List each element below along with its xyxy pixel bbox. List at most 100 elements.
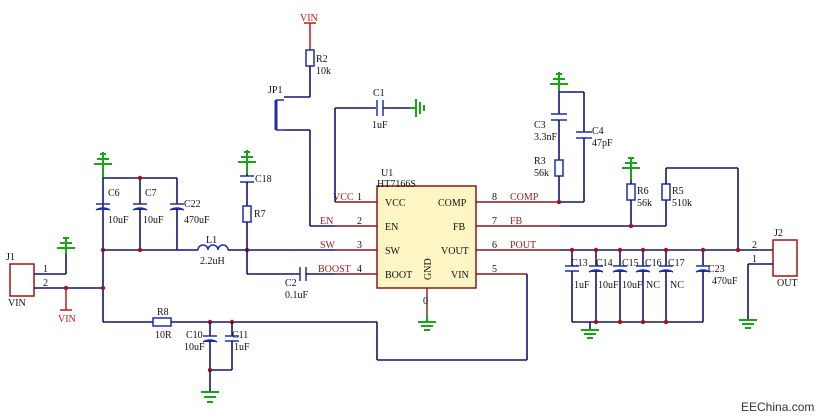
output-capacitor-bank: C13 1uF C14 10uF C15 10uF C16 NC C17 NC (565, 250, 738, 322)
l1-value: 2.2uH (200, 256, 225, 267)
net-label-fb: FB (510, 216, 523, 227)
c10-ref: C10 (186, 330, 203, 341)
ground-symbol-j2 (739, 319, 757, 329)
c15-value: 10uF (622, 280, 643, 291)
ground-symbol-ic (418, 316, 436, 331)
r5-value: 510k (672, 198, 692, 209)
pin-num-5: 5 (492, 264, 497, 275)
r7-ref: R7 (254, 209, 266, 220)
j1-ref: J1 (6, 252, 15, 263)
r8-ref: R8 (157, 307, 169, 318)
capacitor-c2: C2 0.1uF (285, 267, 309, 301)
connector-j2: J2 OUT 2 1 (752, 228, 798, 289)
inductor-l1: L1 2.2uH (197, 235, 229, 267)
c23-ref: C23 (708, 264, 725, 275)
resistor-r3: R3 56k (534, 156, 564, 179)
r8-value: 10R (155, 330, 172, 341)
j2-pin1: 1 (752, 254, 757, 265)
pin-num-7: 7 (492, 216, 497, 227)
capacitor-c4: C4 47pF (576, 126, 613, 149)
pin-name-sw: SW (385, 246, 401, 257)
ground-symbol-input-caps (94, 152, 112, 178)
c11-value: 1uF (234, 342, 250, 353)
ic-part: HT7166S (377, 179, 416, 190)
j1-name: VIN (8, 298, 26, 309)
c14-ref: C14 (596, 258, 613, 269)
ic-body (376, 185, 477, 289)
c2-value: 0.1uF (285, 290, 309, 301)
r6-value: 56k (637, 198, 652, 209)
c18-ref: C18 (255, 174, 272, 185)
pin-num-1: 1 (357, 192, 362, 203)
c17-ref: C17 (668, 258, 685, 269)
pin-num-gnd: 0 (423, 296, 428, 307)
net-label-boost: BOOST (318, 264, 351, 275)
r6-ref: R6 (637, 186, 649, 197)
watermark: EEChina.com (741, 400, 814, 414)
ground-symbol-r6 (622, 157, 640, 180)
ground-symbol-c10 (201, 391, 219, 403)
pin-num-8: 8 (492, 192, 497, 203)
jumper-jp1: JP1 (268, 85, 284, 131)
net-label-vcc: VCC (333, 192, 354, 203)
c2-ref: C2 (285, 278, 297, 289)
j2-ref: J2 (774, 228, 783, 239)
net-label-en: EN (320, 216, 333, 227)
capacitor-c1: C1 1uF (372, 88, 388, 131)
c3-value: 3.3nF (534, 132, 558, 143)
r5-ref: R5 (672, 186, 684, 197)
r2-ref: R2 (316, 54, 328, 65)
net-label-sw: SW (320, 240, 336, 251)
c15-ref: C15 (622, 258, 639, 269)
pin-num-2: 2 (357, 216, 362, 227)
c14-value: 10uF (598, 280, 619, 291)
pin-name-vcc: VCC (385, 198, 406, 209)
net-label-pout: POUT (510, 240, 536, 251)
capacitor-c3: C3 3.3nF (534, 113, 567, 143)
resistor-r7: R7 (242, 205, 266, 223)
c7-ref: C7 (145, 188, 157, 199)
connector-j1: J1 VIN 1 2 (6, 252, 48, 309)
vin-power-top: VIN (300, 13, 318, 50)
c13-ref: C13 (571, 258, 588, 269)
vin-label-top: VIN (300, 13, 318, 24)
r3-value: 56k (534, 168, 549, 179)
input-capacitors: C6 10uF C7 10uF C22 470uF (95, 178, 210, 250)
c22-ref: C22 (184, 199, 201, 210)
c10-value: 10uF (184, 342, 205, 353)
pin-name-en: EN (385, 222, 398, 233)
pin-name-vin: VIN (451, 270, 469, 281)
pin-name-comp: COMP (438, 198, 467, 209)
c4-ref: C4 (592, 126, 604, 137)
c16-ref: C16 (645, 258, 662, 269)
resistor-r8: R8 10R (152, 307, 172, 341)
c23-value: 470uF (712, 276, 738, 287)
ground-symbol-c18 (238, 150, 256, 174)
ic-ref: U1 (381, 168, 393, 179)
pin-num-4: 4 (357, 264, 362, 275)
c13-value: 1uF (574, 280, 590, 291)
capacitor-c10-c11: C10 10uF C11 1uF (184, 322, 250, 371)
j1-pin2: 2 (43, 278, 48, 289)
c16-value: NC (646, 280, 660, 291)
pin-name-boot: BOOT (385, 270, 412, 281)
c1-value: 1uF (372, 120, 388, 131)
pin-name-gnd: GND (423, 258, 434, 280)
pin-num-3: 3 (357, 240, 362, 251)
c22-value: 470uF (184, 215, 210, 226)
ground-symbol-comp (550, 72, 568, 92)
jp1-ref: JP1 (268, 85, 282, 96)
c1-ref: C1 (373, 88, 385, 99)
capacitor-c18: C18 (240, 174, 272, 185)
j2-name: OUT (777, 278, 798, 289)
c7-value: 10uF (143, 215, 164, 226)
r2-value: 10k (316, 66, 331, 77)
c6-ref: C6 (108, 188, 120, 199)
c17-value: NC (670, 280, 684, 291)
pin-name-vout: VOUT (441, 246, 469, 257)
net-label-comp: COMP (510, 192, 539, 203)
vin-label-j1: VIN (58, 314, 76, 325)
l1-ref: L1 (206, 235, 217, 246)
